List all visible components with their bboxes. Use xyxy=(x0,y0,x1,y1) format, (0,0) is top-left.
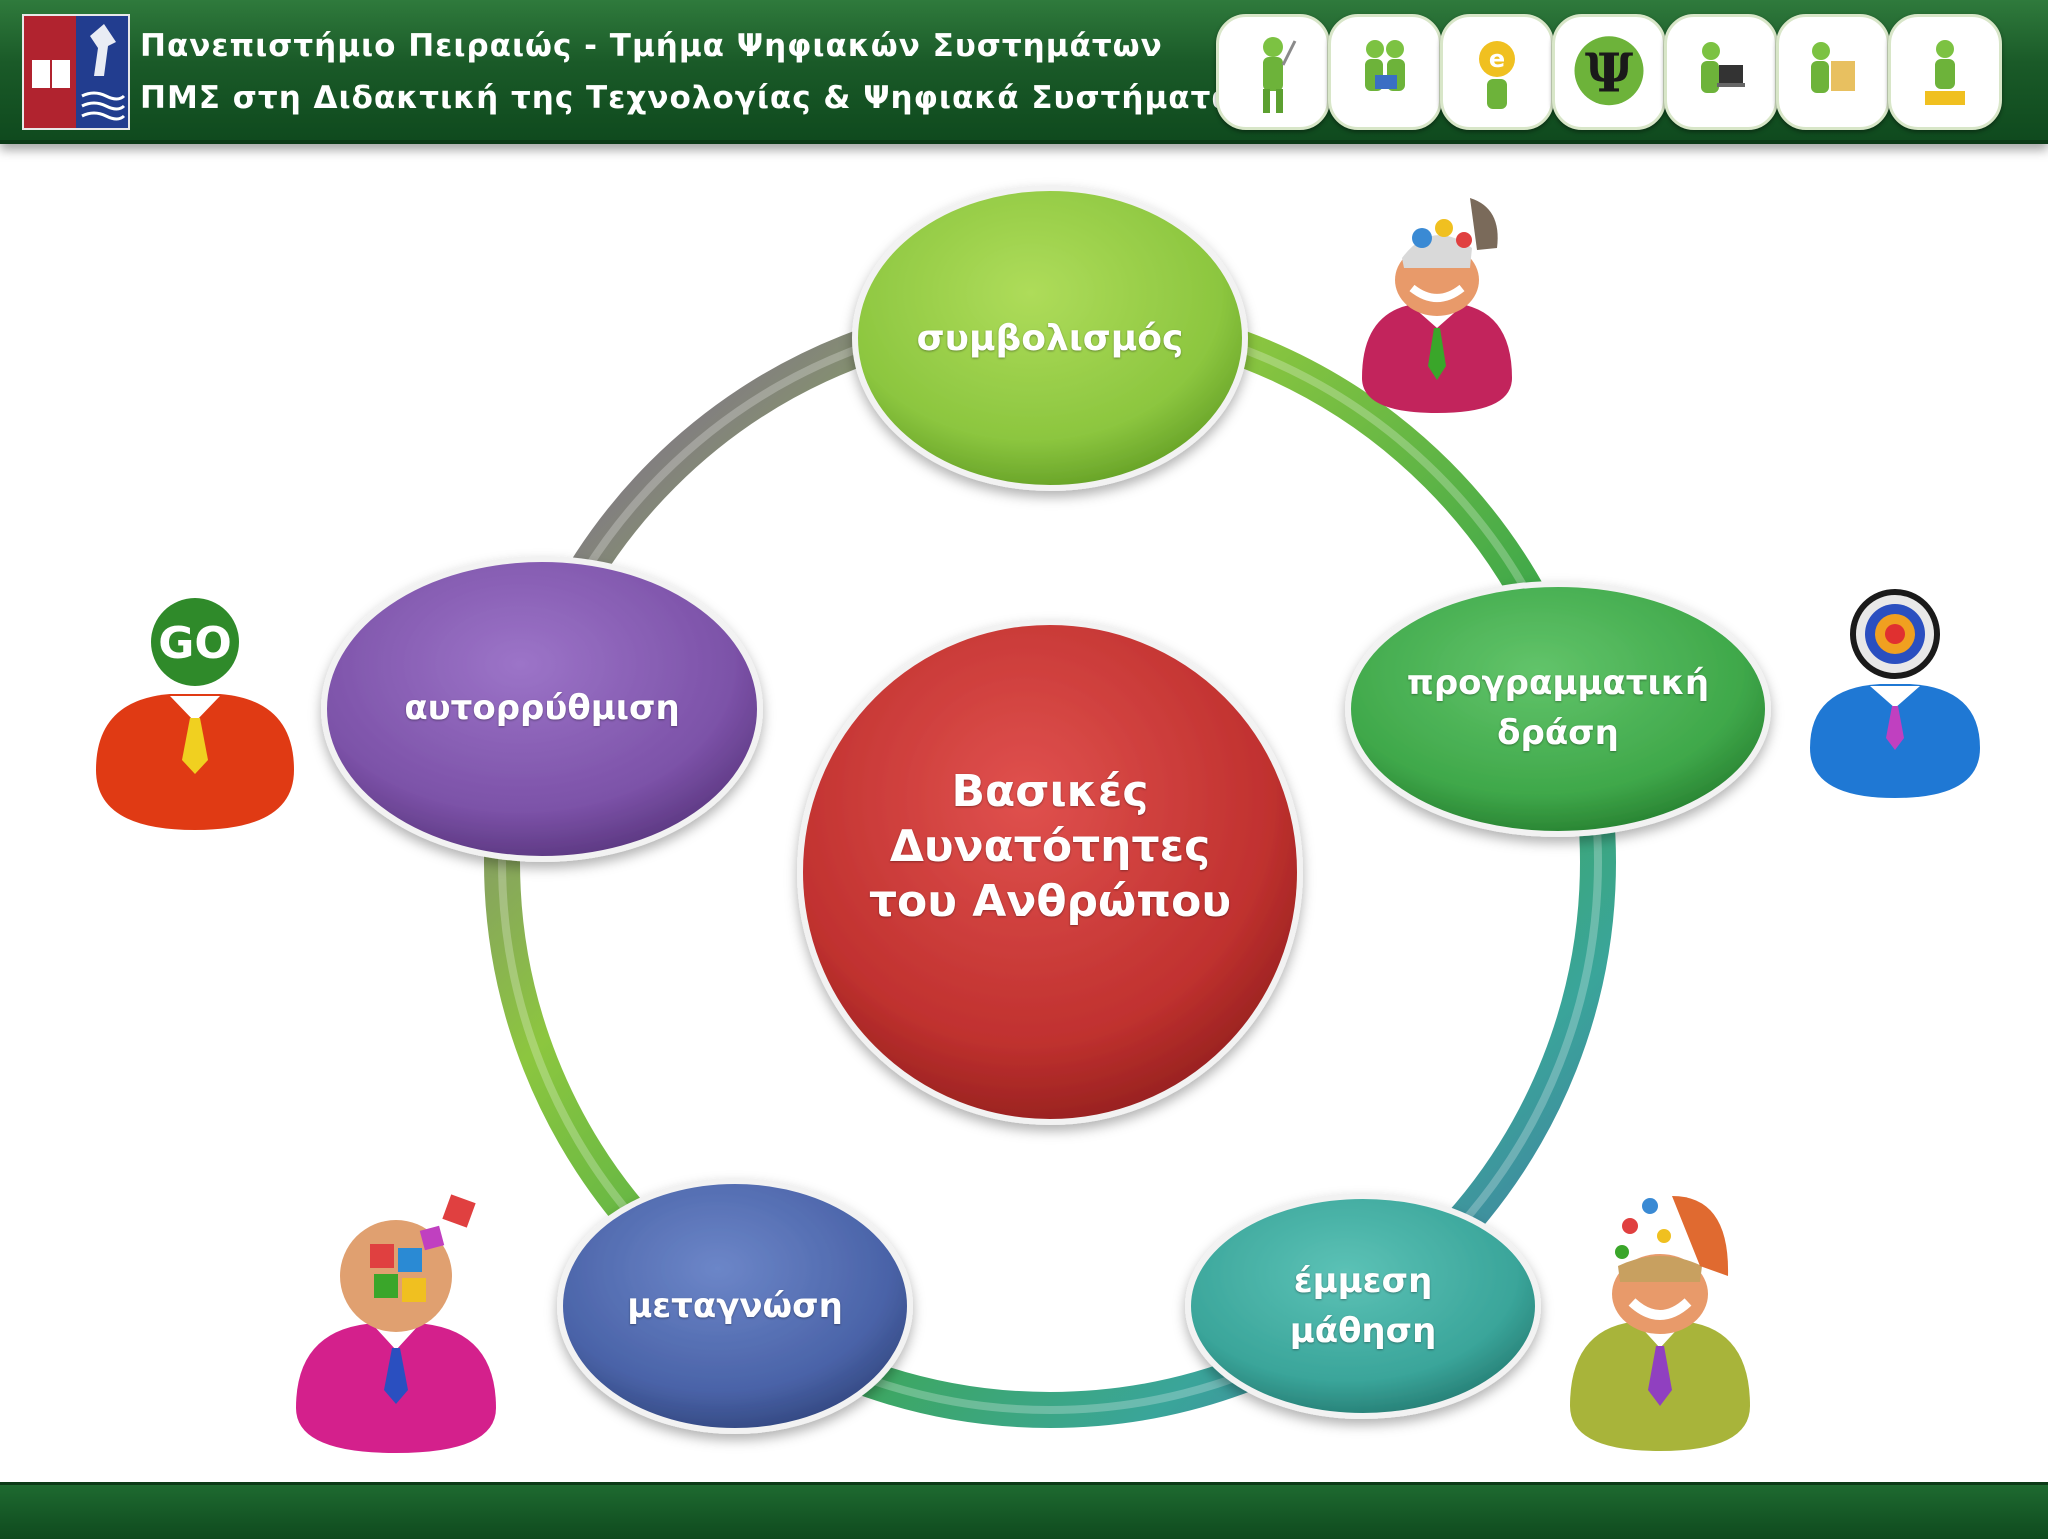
center-circle xyxy=(797,619,1303,1125)
node-indirect-learning-label: έμμεση μάθηση xyxy=(1289,1261,1437,1351)
node-metacognition-shape xyxy=(557,1178,913,1434)
presenting-figure-icon xyxy=(1216,14,1330,130)
open-head-person-2-icon xyxy=(1570,1196,1750,1451)
folder-figure-icon xyxy=(1776,14,1890,130)
node-symbolism-label: συμβολισμός xyxy=(916,318,1184,359)
go-badge-text: GO xyxy=(158,618,232,669)
psi-symbol: Ψ xyxy=(1585,42,1633,104)
header-subtitle: ΠΜΣ στη Διδακτική της Τεχνολογίας & Ψηφι… xyxy=(140,80,1234,116)
center-title: Βασικές Δυνατότητες του Ανθρώπου xyxy=(868,766,1232,927)
psi-head-icon: Ψ xyxy=(1552,14,1666,130)
go-head-person-icon: GO xyxy=(96,592,294,830)
header-title: Πανεπιστήμιο Πειραιώς - Τμήμα Ψηφιακών Σ… xyxy=(140,28,1163,64)
svg-text:e: e xyxy=(1489,45,1505,73)
target-head-person-icon xyxy=(1810,589,1980,798)
header-bar: Πανεπιστήμιο Πειραιώς - Τμήμα Ψηφιακών Σ… xyxy=(0,0,2048,144)
header-icon-strip: e Ψ xyxy=(1216,14,2036,130)
node-symbolism-shape xyxy=(852,185,1248,491)
node-self-regulation-label: αυτορρύθμιση xyxy=(404,688,680,728)
node-metacognition-label: μεταγνώση xyxy=(627,1286,843,1326)
node-programmatic-action-label: προγραμματική δράση xyxy=(1406,663,1710,753)
node-indirect-learning-shape xyxy=(1185,1193,1541,1419)
footer-bar xyxy=(0,1482,2048,1539)
laptop-figure-icon xyxy=(1664,14,1778,130)
puzzle-figure-icon xyxy=(1888,14,2002,130)
university-logo xyxy=(22,14,130,130)
open-head-person-icon xyxy=(1362,198,1512,413)
node-programmatic-action-shape xyxy=(1345,581,1771,837)
puzzle-head-person-icon xyxy=(296,1194,496,1453)
node-self-regulation-shape xyxy=(321,556,763,862)
